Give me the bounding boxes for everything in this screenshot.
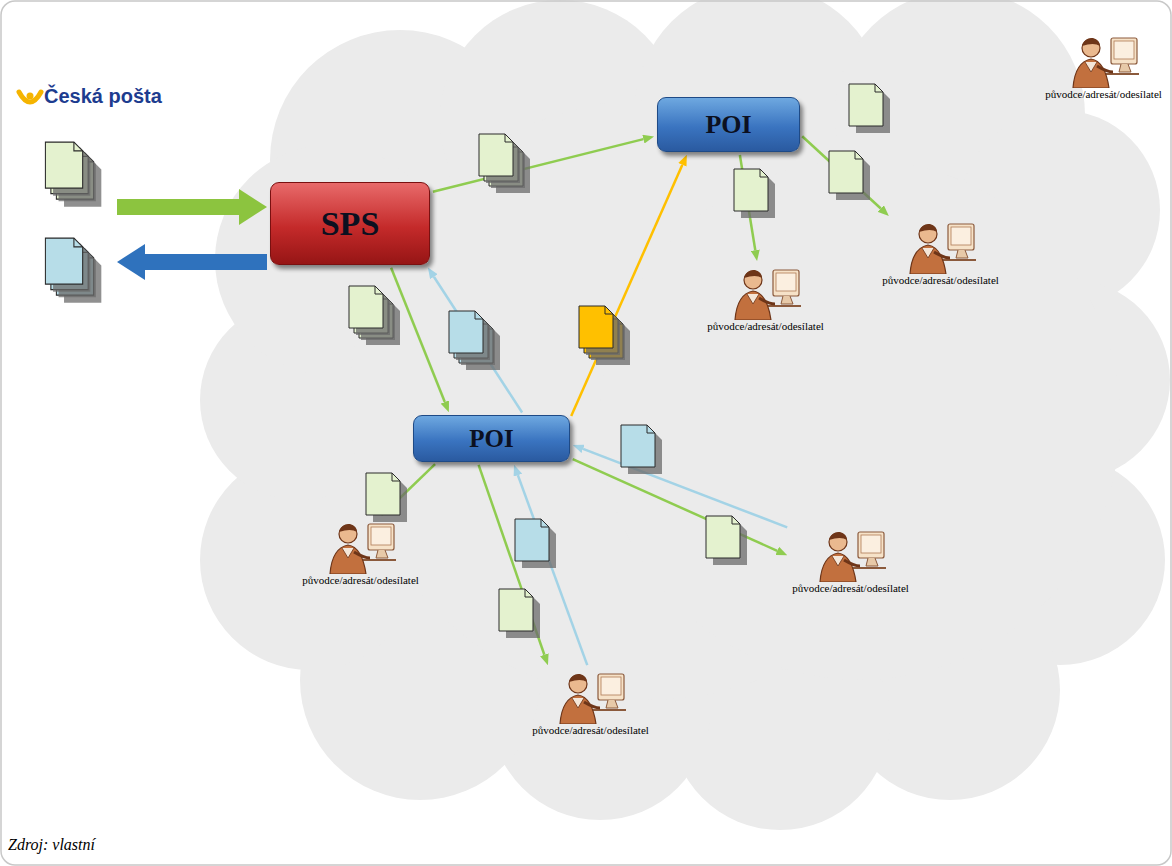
box-title: POI <box>705 110 751 140</box>
document <box>366 473 407 522</box>
cloud <box>200 0 1170 830</box>
document <box>734 169 775 218</box>
post-node: Česká pošta <box>40 135 114 335</box>
person-node: původce/adresát/odesílatel <box>705 264 826 333</box>
person-icon <box>1067 32 1141 88</box>
document-stack <box>349 286 400 345</box>
person-icon <box>554 668 628 724</box>
flow-arrow <box>571 165 682 416</box>
role-label: původce/adresát/odesílatel <box>1043 88 1164 101</box>
poi-box: POI <box>413 415 570 462</box>
role-label: původce/adresát/odesílatel <box>705 320 826 333</box>
flow-arrow <box>434 277 522 413</box>
flow-arrow <box>145 254 267 270</box>
person-icon <box>729 264 803 320</box>
role-label: původce/adresát/odesílatel <box>530 724 651 737</box>
sps-box: SPS <box>270 182 430 265</box>
flow-arrow <box>802 136 881 208</box>
document-stacks <box>40 135 114 335</box>
box-title: POI <box>469 425 513 453</box>
person-node: původce/adresát/odesílatel <box>880 218 1001 287</box>
document-stack <box>479 134 530 193</box>
person-icon <box>324 518 398 574</box>
logo-symbol <box>19 92 41 102</box>
document-stack <box>449 311 500 370</box>
document-stack <box>579 306 630 365</box>
person-node: původce/adresát/odesílatel <box>530 668 651 737</box>
role-label: původce/adresát/odesílatel <box>790 582 911 595</box>
role-label: původce/adresát/odesílatel <box>300 574 421 587</box>
document <box>515 519 556 568</box>
person-node: původce/adresát/odesílatel <box>1043 32 1164 101</box>
caption: Zdroj: vlastní <box>8 836 95 854</box>
person-icon <box>814 526 888 582</box>
document <box>829 151 870 200</box>
person-node: původce/adresát/odesílatel <box>790 526 911 595</box>
role-label: původce/adresát/odesílatel <box>880 274 1001 287</box>
flow-arrow <box>583 449 787 528</box>
document <box>706 516 747 565</box>
document <box>499 589 540 638</box>
box-title: SPS <box>321 205 380 243</box>
person-node: původce/adresát/odesílatel <box>300 518 421 587</box>
flow-arrow <box>117 199 239 215</box>
document <box>621 425 662 474</box>
flow-arrow <box>433 139 644 192</box>
poi-box: POI <box>657 97 800 152</box>
document <box>849 84 890 133</box>
logo-text: Česká pošta <box>44 85 162 108</box>
person-icon <box>904 218 978 274</box>
